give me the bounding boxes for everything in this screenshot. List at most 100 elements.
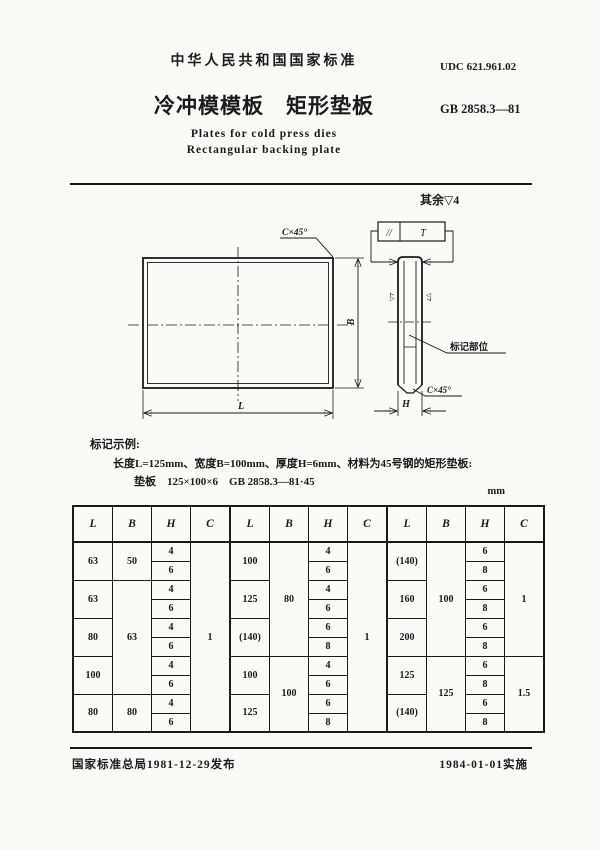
cell-l-g2: 125 — [229, 579, 270, 619]
cell-c-g3: 1 — [504, 541, 545, 657]
cell-h-g2: 6 — [308, 617, 348, 638]
parallelism-symbol: // — [385, 228, 393, 239]
col-header-b-g1: B — [112, 505, 152, 543]
cell-h-g2: 4 — [308, 579, 348, 600]
cell-b-g3: 100 — [426, 541, 466, 657]
front-view: C×45° B L — [128, 227, 364, 419]
cell-h-g2: 8 — [308, 636, 348, 657]
marking-example-line2: 垫板 125×100×6 GB 2858.3—81·45 — [134, 476, 315, 488]
cell-h-g3: 8 — [465, 674, 505, 695]
cell-h-g3: 6 — [465, 617, 505, 638]
footer-issued: 国家标准总局1981-12-29发布 — [72, 759, 236, 771]
cell-l-g1: 63 — [72, 541, 113, 581]
dim-label-b: B — [346, 318, 357, 326]
cell-h-g1: 6 — [151, 560, 191, 581]
col-header-c-g1: C — [190, 505, 231, 543]
tolerance-value: T — [420, 228, 427, 239]
header-divider — [70, 183, 532, 185]
marking-label: 标记部位 — [449, 341, 489, 353]
cell-l-g2: 125 — [229, 693, 270, 733]
cell-h-g3: 8 — [465, 598, 505, 619]
surface-finish-note: 其余▽4 — [420, 192, 459, 207]
cell-b-g3: 125 — [426, 655, 466, 733]
col-header-l-g1: L — [72, 505, 113, 543]
tolerance-leader-right — [445, 230, 454, 262]
cell-h-g1: 6 — [151, 712, 191, 733]
cell-l-g2: 100 — [229, 655, 270, 695]
col-header-b-g3: B — [426, 505, 466, 543]
tolerance-frame-box — [377, 221, 446, 242]
cell-h-g1: 4 — [151, 579, 191, 600]
cell-h-g1: 6 — [151, 674, 191, 695]
dim-label-h: H — [401, 399, 411, 410]
table-row: 6 6 8 — [73, 560, 544, 581]
title-en-line1: Plates for cold press dies — [190, 128, 338, 140]
table-row: 6 6 8 — [73, 674, 544, 695]
cell-c-g3: 1.5 — [504, 655, 545, 733]
title-en-line2: Rectangular backing plate — [186, 144, 342, 156]
national-standard-heading: 中华人民共和国国家标准 — [170, 54, 358, 69]
page-title: 冷冲模模板 矩形垫板 — [154, 94, 374, 118]
dim-label-l: L — [237, 401, 244, 412]
table-unit-label: mm — [487, 486, 506, 497]
col-header-b-g2: B — [269, 505, 309, 543]
cell-h-g1: 4 — [151, 693, 191, 714]
cell-h-g2: 4 — [308, 655, 348, 676]
col-header-c-g2: C — [347, 505, 388, 543]
cell-l-g3: 200 — [386, 617, 427, 657]
cell-b-g2: 80 — [269, 541, 309, 657]
cell-h-g2: 4 — [308, 541, 348, 562]
cell-h-g3: 6 — [465, 541, 505, 562]
cell-h-g2: 6 — [308, 560, 348, 581]
cell-l-g3: (140) — [386, 541, 427, 581]
cell-b-g1: 50 — [112, 541, 152, 581]
cell-l-g1: 100 — [72, 655, 113, 695]
cell-h-g2: 6 — [308, 674, 348, 695]
footer-effective: 1984-01-01实施 — [439, 759, 528, 771]
chamfer-leader-top — [280, 237, 334, 258]
marking-leader — [408, 334, 506, 354]
cell-h-g3: 8 — [465, 560, 505, 581]
cell-l-g3: 160 — [386, 579, 427, 619]
face-finish-mark-left: ▽7 — [389, 292, 396, 301]
marking-example-heading: 标记示例: — [90, 439, 140, 451]
cell-h-g3: 6 — [465, 579, 505, 600]
cell-b-g2: 100 — [269, 655, 309, 733]
cell-l-g3: 125 — [386, 655, 427, 695]
marking-example-line1: 长度L=125mm、宽度B=100mm、厚度H=6mm、材料为45号钢的矩形垫板… — [113, 458, 473, 470]
face-finish-mark-right: ▽7 — [425, 293, 432, 302]
chamfer-label-top: C×45° — [282, 227, 307, 238]
footer-divider — [70, 747, 532, 749]
chamfer-label-side: C×45° — [427, 385, 451, 395]
cell-b-g1: 80 — [112, 693, 152, 733]
technical-drawing: 其余▽4 // T C×45° B — [128, 192, 506, 419]
col-header-l-g3: L — [386, 505, 427, 543]
cell-h-g3: 6 — [465, 693, 505, 714]
tolerance-leader-left — [370, 230, 378, 262]
col-header-h-g2: H — [308, 505, 348, 543]
standard-number: GB 2858.3—81 — [440, 102, 521, 116]
cell-l-g1: 80 — [72, 693, 113, 733]
cell-h-g1: 4 — [151, 541, 191, 562]
side-view: ▽7 ▽7 标记部位 C×45° H — [374, 256, 506, 416]
col-header-c-g3: C — [504, 505, 545, 543]
cell-b-g1: 63 — [112, 579, 152, 695]
cell-l-g2: 100 — [229, 541, 270, 581]
cell-c-g2: 1 — [347, 541, 388, 733]
side-bottom-chamfer — [397, 384, 423, 394]
cell-h-g1: 4 — [151, 655, 191, 676]
cell-h-g2: 6 — [308, 693, 348, 714]
tolerance-frame: // T — [370, 221, 454, 262]
cell-c-g1: 1 — [190, 541, 231, 733]
